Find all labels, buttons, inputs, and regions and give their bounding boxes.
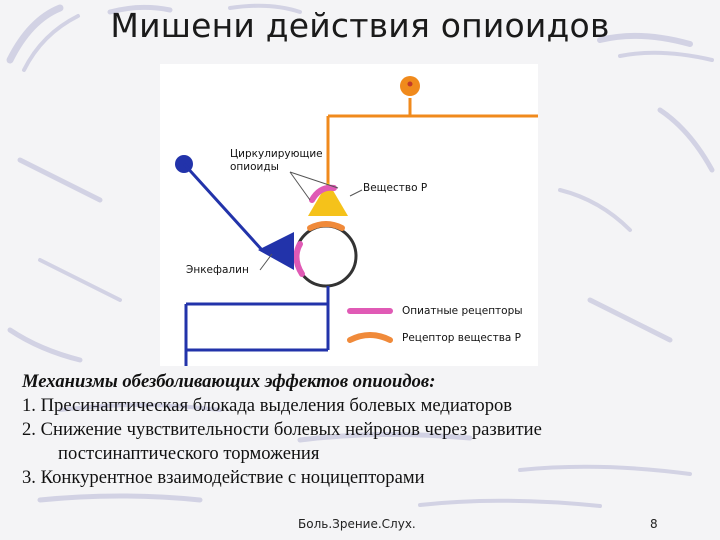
- list-item: 3. Конкурентное взаимодействие с ноцицеп…: [22, 466, 712, 490]
- opioid-targets-diagram: Циркулирующие опиоиды Вещество Р Энкефал…: [160, 64, 538, 366]
- page-title: Мишени действия опиоидов: [110, 6, 610, 45]
- mechanisms-heading: Механизмы обезболивающих эффектов опиоид…: [22, 371, 436, 392]
- postsynaptic-neuron: [294, 224, 358, 288]
- label-circulating-opioids: Циркулирующие опиоиды: [230, 148, 323, 173]
- opiate-receptor-postsynaptic: [293, 241, 305, 277]
- list-item-continuation: постсинаптического торможения: [22, 442, 712, 466]
- footer-text: Боль.Зрение.Слух.: [298, 517, 416, 531]
- list-item: 2. Снижение чувствительности болевых ней…: [22, 418, 712, 442]
- item-text: постсинаптического торможения: [58, 443, 320, 464]
- item-text: Конкурентное взаимодействие с ноцицептор…: [40, 467, 425, 488]
- opiate-receptor-presynaptic: [309, 184, 337, 203]
- page-number: 8: [650, 517, 658, 531]
- item-text: Пресинаптическая блокада выделения болев…: [40, 395, 513, 416]
- item-text: Снижение чувствительности болевых нейрон…: [40, 419, 542, 440]
- item-number: 3.: [22, 467, 36, 488]
- label-substance-p: Вещество Р: [363, 182, 428, 194]
- enkephalin-terminal: [258, 232, 294, 270]
- diagram-graphic: [175, 76, 538, 366]
- item-number: 2.: [22, 419, 36, 440]
- projection-neuron-axon: [184, 286, 330, 366]
- list-item: 1. Пресинаптическая блокада выделения бо…: [22, 394, 712, 418]
- legend-substance-p-swatch: [347, 332, 393, 343]
- label-enkephalin: Энкефалин: [186, 264, 249, 276]
- substance-p-receptor-postsynaptic: [307, 221, 345, 231]
- item-number: 1.: [22, 395, 36, 416]
- afferent-neuron: [326, 98, 538, 192]
- legend-opiate-receptors: Опиатные рецепторы: [402, 305, 523, 317]
- mechanisms-text: Механизмы обезболивающих эффектов опиоид…: [22, 370, 712, 490]
- substance-p-triangle: [308, 182, 348, 216]
- legend-substance-p-receptor: Рецептор вещества Р: [402, 332, 521, 344]
